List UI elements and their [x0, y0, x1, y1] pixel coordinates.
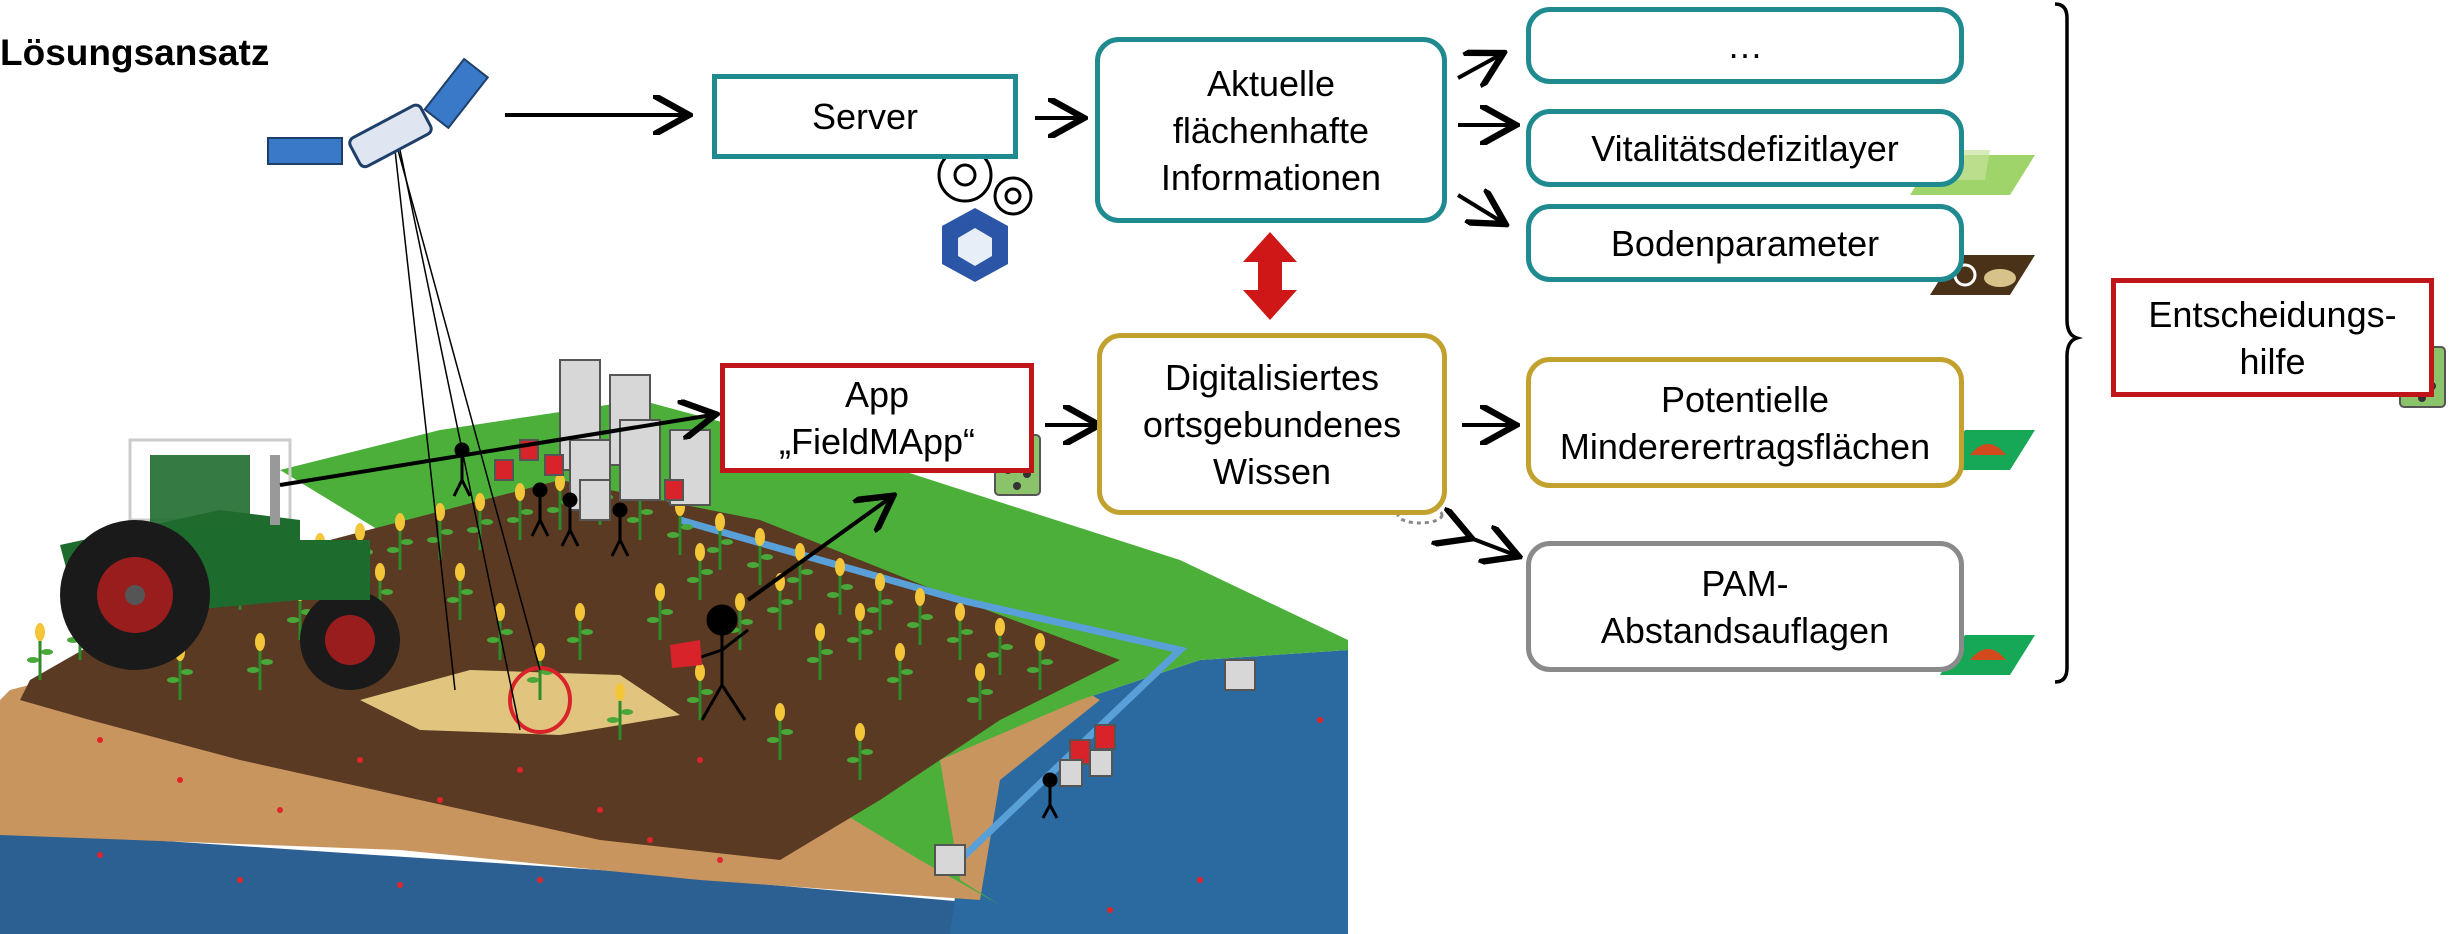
double-arrow-digital-pam	[1468, 537, 1515, 555]
page-title: Lösungsansatz	[0, 32, 270, 73]
double-arrow-aktuelle-digital	[1243, 232, 1297, 320]
sandy-patch	[360, 670, 680, 735]
satellite-icon	[267, 57, 490, 169]
vitalitaet-box: Vitalitätsdefizitlayer	[1526, 109, 1964, 187]
building-icon	[494, 359, 1256, 876]
bracket	[2054, 2, 2084, 684]
person-icon	[452, 442, 1059, 819]
flow-arrows	[279, 55, 1512, 602]
tractor-icon	[60, 438, 400, 690]
app-box: App „FieldMApp“	[720, 363, 1034, 473]
arrow-aktuelle-to-boden	[1456, 195, 1502, 222]
aktuelle-info-box: Aktuelle flächenhafte Informationen	[1095, 37, 1447, 223]
satellite-rays	[394, 149, 541, 731]
ellipsis-box: …	[1526, 7, 1964, 84]
gears-icon	[937, 147, 1033, 216]
arrow-person-to-app	[746, 498, 890, 602]
arrow-tractor-to-app	[279, 415, 712, 487]
arrow-aktuelle-to-ellipsis	[1457, 55, 1500, 78]
cube-icon	[942, 208, 1008, 282]
pam-box: PAM- Abstandsauflagen	[1526, 541, 1964, 672]
soil-samples	[97, 717, 1323, 913]
entscheidungshilfe-box: Entscheidungs- hilfe	[2111, 278, 2434, 397]
bodenparameter-box: Bodenparameter	[1526, 204, 1964, 282]
digital-wissen-box: Digitalisiertes ortsgebundenes Wissen	[1097, 333, 1447, 515]
potentielle-box: Potentielle Mindererertragsflächen	[1526, 357, 1964, 488]
server-box: Server	[712, 74, 1018, 159]
